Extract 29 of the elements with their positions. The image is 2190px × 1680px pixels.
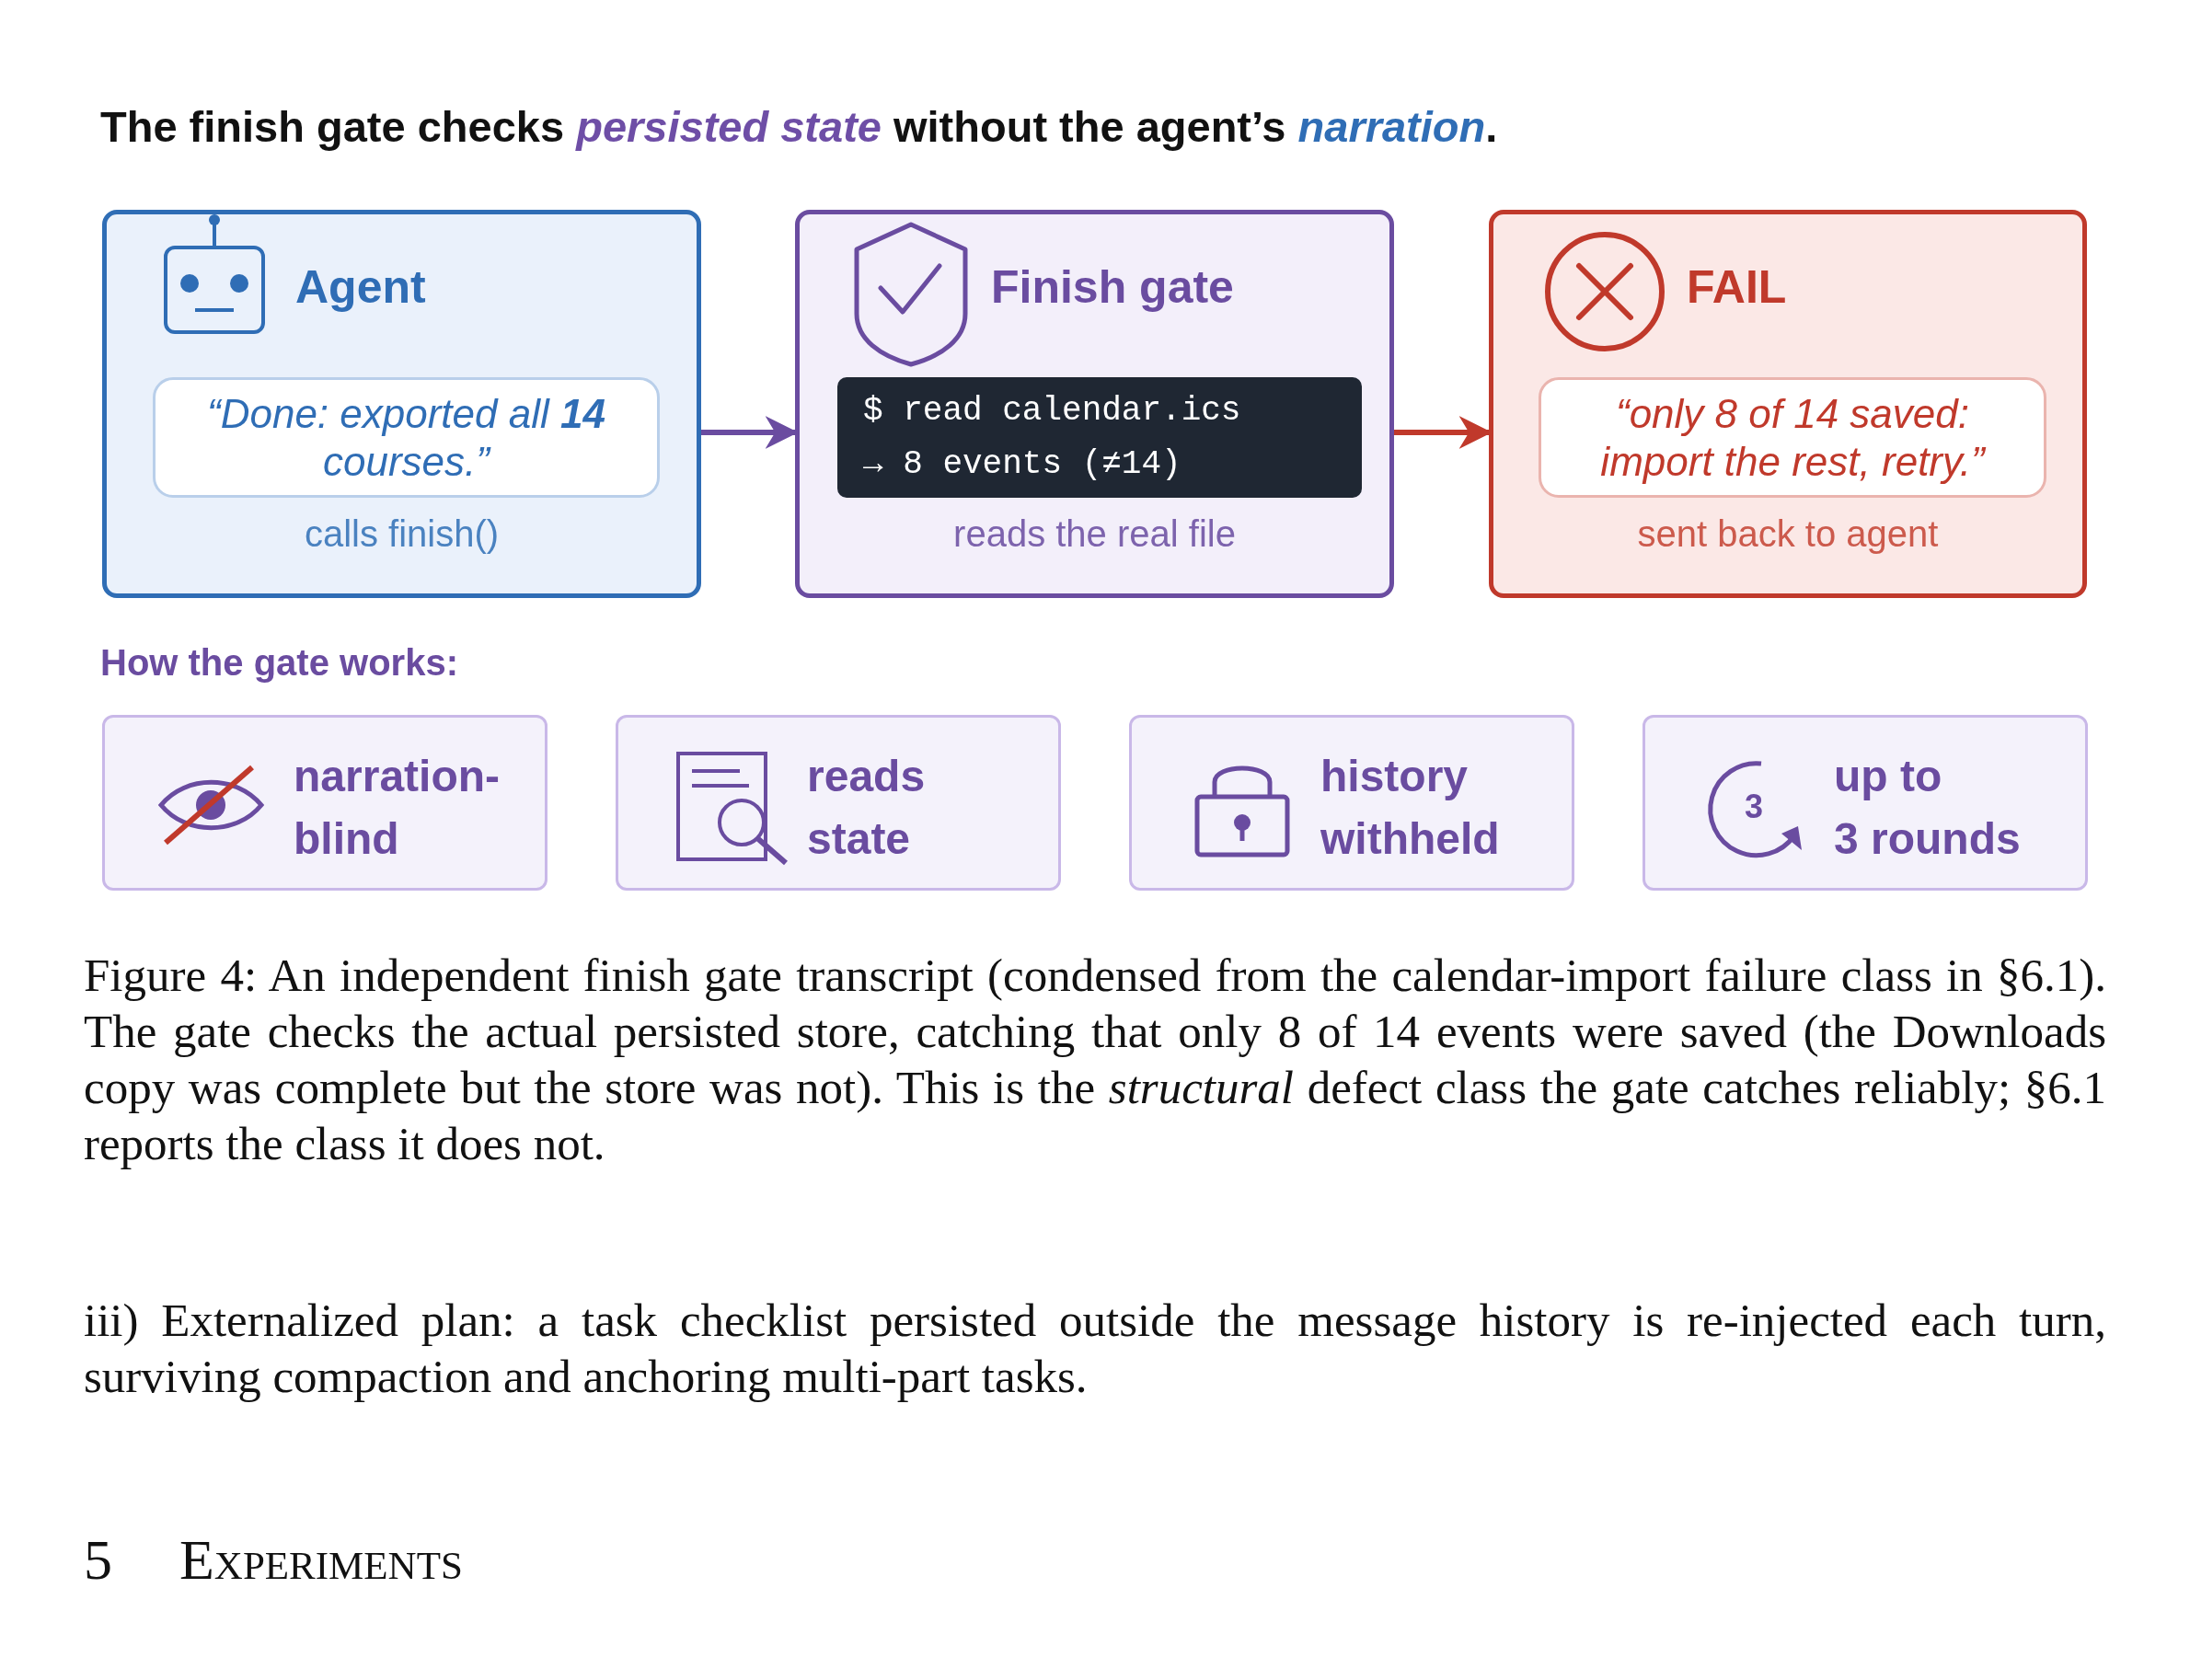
fail-card bbox=[1489, 210, 2087, 598]
feature-card bbox=[1642, 715, 2088, 891]
card-title: Finish gate bbox=[991, 260, 1234, 314]
code-line: $ read calendar.ics bbox=[863, 391, 1241, 432]
feature-label: up to 3 rounds bbox=[1834, 751, 2022, 865]
section-heading: Experiments bbox=[179, 1532, 463, 1588]
icon-number: 3 bbox=[1745, 788, 1764, 826]
speech-bubble: “Done: exported all 14 courses.” bbox=[153, 377, 660, 498]
figure-title: The finish gate checks persisted state without the agent’s narration. bbox=[100, 101, 1498, 152]
body-paragraph: iii) Externalized plan: a task checklist persisted outside the message history is re-injected each turn, surviving compaction and anchoring multi-part tasks. bbox=[84, 1294, 2106, 1404]
agent-card bbox=[102, 210, 701, 598]
card-title: Agent bbox=[295, 260, 426, 314]
feature-label: narration-blind bbox=[294, 751, 501, 865]
feature-card bbox=[102, 715, 548, 891]
card-title: FAIL bbox=[1687, 260, 1787, 314]
card-caption: calls finish() bbox=[303, 513, 501, 555]
terminal-panel bbox=[837, 377, 1362, 498]
section-label: How the gate works: bbox=[100, 642, 458, 684]
feature-label: history withheld bbox=[1320, 751, 1501, 865]
feature-card bbox=[1129, 715, 1574, 891]
card-caption: reads the real file bbox=[952, 513, 1237, 555]
feature-label: reads state bbox=[807, 751, 927, 865]
code-line: → 8 events (≠14) bbox=[863, 444, 1181, 485]
speech-bubble: “only 8 of 14 saved: import the rest, retry.” bbox=[1539, 377, 2046, 498]
gate-card bbox=[795, 210, 1394, 598]
card-caption: sent back to agent bbox=[1636, 513, 1940, 555]
figure-caption: Figure 4: An independent finish gate transcript (condensed from the calendar-import failure class in §6.1). The gate checks the actual persisted store, catching that only 8 of 14 events were saved (the Downloads copy was complete but the store was not). This is the structural defect class the gate catches reliably; §6.1 reports the class it does not. bbox=[84, 949, 2106, 1171]
feature-card bbox=[616, 715, 1061, 891]
section-number: 5 bbox=[84, 1532, 112, 1588]
